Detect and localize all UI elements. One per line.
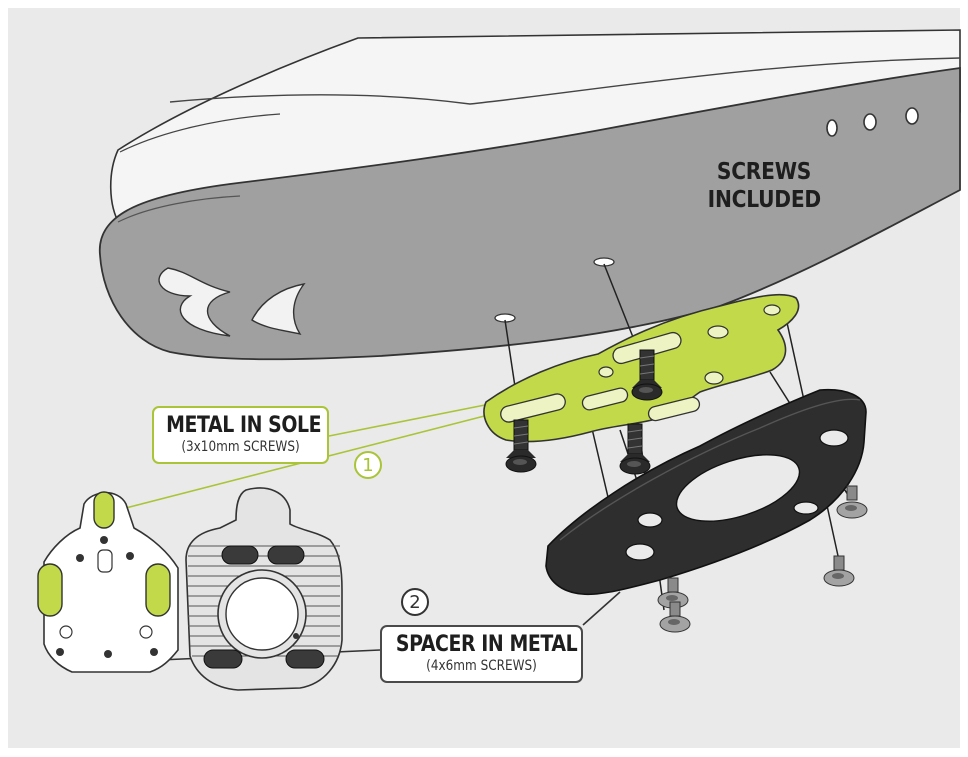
shoe-sole [98,66,961,361]
cleat [37,491,179,673]
screws-included-line1: SCREWS [716,159,812,185]
callout-title: METAL IN SOLE [166,413,322,438]
callout-number-badge: 2 [401,588,429,616]
spacer-screws [657,485,868,633]
callout-spacer-in-metal: SPACER IN METAL (4x6mm SCREWS) [380,625,583,683]
callout-title: SPACER IN METAL [395,632,578,657]
spacer-screw [659,601,691,633]
sole-screw [631,349,663,401]
callout-metal-in-sole: METAL IN SOLE (3x10mm SCREWS) [152,406,329,464]
spacer-plate [185,487,343,691]
callout-subtitle: (3x10mm SCREWS) [181,439,300,455]
screws-included-label: SCREWS INCLUDED [707,158,822,214]
spacer-screw [823,555,855,587]
spacer-screw [836,485,868,519]
callout-subtitle: (4x6mm SCREWS) [426,658,537,674]
callout-number-badge: 1 [354,451,382,479]
spacer [545,388,867,596]
sole-screw [505,419,537,473]
screws-included-line2: INCLUDED [707,187,822,213]
sole-screws [505,349,663,475]
sole-screw [619,423,651,475]
shoe [98,29,961,361]
